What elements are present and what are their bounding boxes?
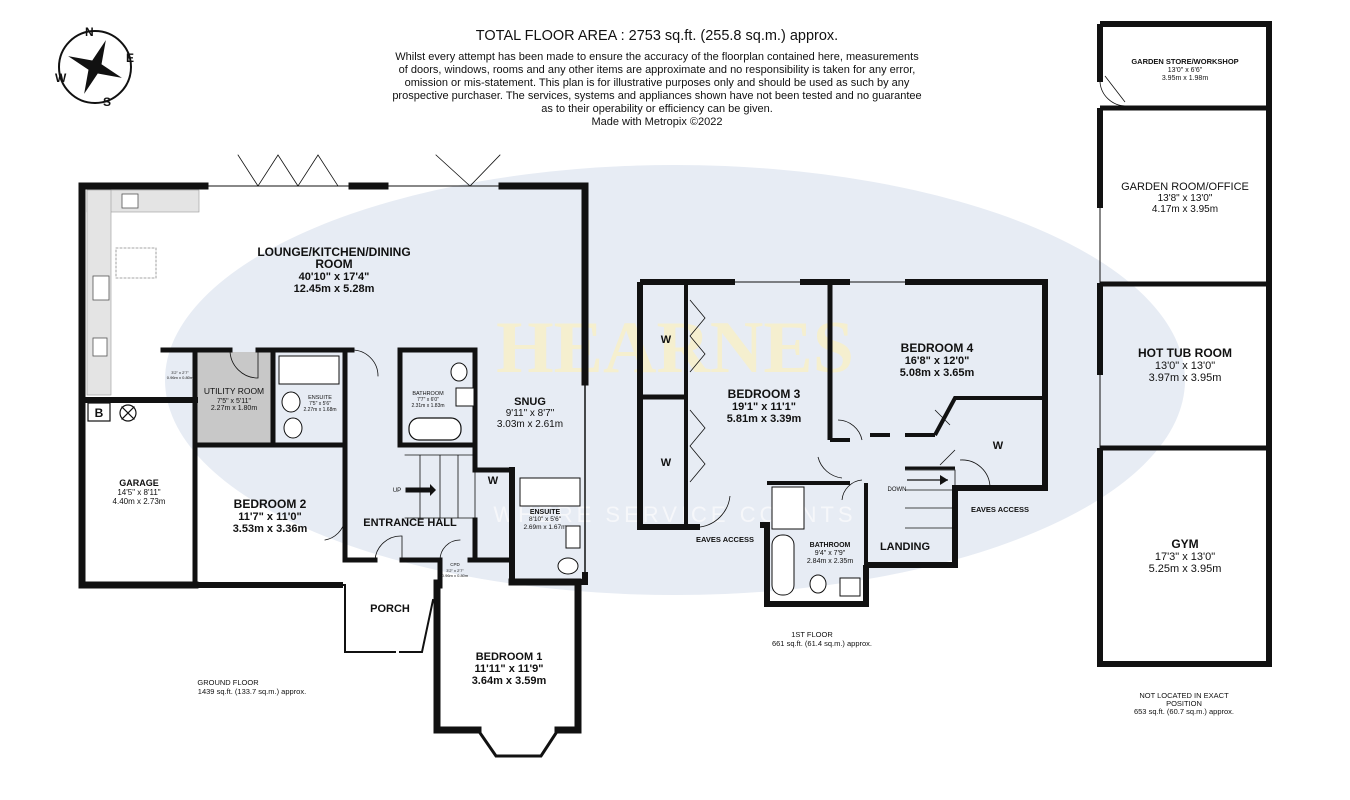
eaves-access-left: EAVES ACCESS [696, 535, 754, 544]
office-imperial: 13'8" x 13'0" [1158, 193, 1213, 204]
watermark-brand: HEARNES [496, 307, 854, 389]
bedroom4-metric: 5.08m x 3.65m [900, 367, 975, 379]
bedroom3-imperial: 19'1" x 11'1" [732, 401, 796, 413]
ground-floor-label: GROUND FLOOR [197, 678, 259, 687]
hottub-metric: 3.97m x 3.95m [1149, 372, 1222, 384]
compass-w: W [55, 71, 67, 85]
bedroom2-name: BEDROOM 2 [234, 497, 307, 511]
lounge-metric: 12.45m x 5.28m [294, 283, 375, 295]
cpd-name: CPD [450, 562, 460, 567]
lounge-imperial: 40'10" x 17'4" [299, 271, 370, 283]
garage-metric: 4.40m x 2.73m [113, 497, 166, 506]
bedroom4-name: BEDROOM 4 [901, 341, 974, 355]
snug-imperial: 9'11" x 8'7" [506, 408, 555, 419]
gym-metric: 5.25m x 3.95m [1149, 563, 1222, 575]
bathroom-g-name: BATHROOM [412, 391, 444, 397]
bedroom3-metric: 5.81m x 3.39m [727, 413, 802, 425]
header: TOTAL FLOOR AREA : 2753 sq.ft. (255.8 sq… [392, 28, 921, 128]
gym-imperial: 17'3" x 13'0" [1155, 551, 1215, 563]
bedroom1-name: BEDROOM 1 [476, 651, 543, 663]
hottub-imperial: 13'0" x 13'0" [1155, 360, 1215, 372]
ground-floor-labels: LOUNGE/KITCHEN/DINING ROOM 40'10" x 17'4… [95, 245, 567, 696]
snug-metric: 3.03m x 2.61m [497, 419, 563, 430]
bedroom1-imperial: 11'11" x 11'9" [475, 663, 544, 675]
garage-imperial: 14'5" x 8'11" [117, 488, 160, 497]
outbuilding-note-2: POSITION [1166, 699, 1202, 708]
gym-name: GYM [1171, 537, 1198, 551]
compass-icon: N E S W [55, 25, 134, 109]
office-metric: 4.17m x 3.95m [1152, 204, 1218, 215]
entrance-hall-name: ENTRANCE HALL [363, 517, 457, 529]
bedroom2-metric: 3.53m x 3.36m [233, 523, 308, 535]
boiler-label: B [95, 406, 104, 420]
ensuite-g-imperial: 7'5" x 5'6" [309, 401, 331, 407]
first-floor-labels: BEDROOM 3 19'1" x 11'1" 5.81m x 3.39m BE… [661, 334, 1029, 648]
bathroom-name: BATHROOM [810, 542, 851, 549]
made-with: Made with Metropix ©2022 [591, 116, 722, 128]
disclaimer-line: of doors, windows, rooms and any other i… [399, 64, 916, 76]
compass-s: S [103, 95, 111, 109]
first-floor-plan [637, 279, 1048, 607]
wardrobe-label: W [488, 475, 499, 487]
hottub-name: HOT TUB ROOM [1138, 346, 1232, 360]
porch-name: PORCH [370, 603, 410, 615]
disclaimer-line: omission or mis-statement. This plan is … [405, 77, 910, 89]
bathroom-metric: 2.84m x 2.35m [807, 558, 853, 565]
wardrobe-label: W [661, 457, 672, 469]
ensuite-b1-imperial: 8'10" x 5'6" [529, 516, 562, 523]
outbuilding-plan [1097, 21, 1272, 667]
ensuite-g-name: ENSUITE [308, 395, 332, 401]
landing-name: LANDING [880, 541, 930, 553]
store-imperial: 13'0" x 6'6" [1168, 67, 1203, 74]
store-name: GARDEN STORE/WORKSHOP [1131, 57, 1238, 66]
bedroom2-imperial: 11'7" x 11'0" [238, 511, 301, 523]
snug-name: SNUG [514, 396, 546, 408]
ensuite-g-metric: 2.27m x 1.68m [303, 407, 336, 413]
bedroom4-imperial: 16'8" x 12'0" [905, 355, 970, 367]
lounge-name: LOUNGE/KITCHEN/DINING [257, 245, 410, 259]
bathroom-imperial: 9'4" x 7'9" [815, 550, 846, 557]
wardrobe-label: W [993, 440, 1004, 452]
cpd-metric: 0.96m x 0.80m [442, 573, 469, 578]
office-name: GARDEN ROOM/OFFICE [1121, 181, 1249, 193]
disclaimer-line: as to their operability or efficiency ca… [541, 103, 773, 115]
total-floor-area: TOTAL FLOOR AREA : 2753 sq.ft. (255.8 sq… [476, 28, 838, 44]
outbuilding-area: 653 sq.ft. (60.7 sq.m.) approx. [1134, 707, 1234, 716]
bathroom-g-imperial: 7'7" x 6'0" [417, 397, 439, 403]
ensuite-b1-metric: 2.69m x 1.67m [524, 524, 567, 531]
cpd-imperial: 3'2" x 2'7" [446, 568, 464, 573]
garage-name: GARAGE [119, 478, 159, 488]
store-metric: 3.95m x 1.98m [1162, 75, 1208, 82]
bathroom-g-metric: 2.31m x 1.83m [411, 403, 444, 409]
first-floor-label: 1ST FLOOR [791, 630, 833, 639]
small-dim-imperial: 3'2" x 2'7" [171, 370, 189, 375]
first-floor-area: 661 sq.ft. (61.4 sq.m.) approx. [772, 639, 872, 648]
wardrobe-label: W [661, 334, 672, 346]
ensuite-b1-name: ENSUITE [530, 509, 561, 516]
ground-floor-plan [78, 154, 589, 758]
ground-floor-area: 1439 sq.ft. (133.7 sq.m.) approx. [198, 687, 306, 696]
lounge-name-2: ROOM [315, 257, 352, 271]
bedroom1-metric: 3.64m x 3.59m [472, 675, 547, 687]
disclaimer-line: Whilst every attempt has been made to en… [395, 51, 919, 63]
outbuilding-labels: GARDEN STORE/WORKSHOP 13'0" x 6'6" 3.95m… [1121, 57, 1249, 716]
small-dim-metric: 0.96m x 0.80m [167, 375, 194, 380]
utility-imperial: 7'5" x 5'11" [217, 398, 251, 405]
up-label: UP [393, 488, 401, 494]
eaves-access-right: EAVES ACCESS [971, 505, 1029, 514]
disclaimer-line: prospective purchaser. The services, sys… [392, 90, 921, 102]
bedroom3-name: BEDROOM 3 [728, 387, 801, 401]
compass-e: E [126, 51, 134, 65]
compass-n: N [85, 25, 94, 39]
down-label: DOWN [888, 487, 907, 493]
outbuilding-note-1: NOT LOCATED IN EXACT [1139, 691, 1229, 700]
utility-name: UTILITY ROOM [204, 386, 264, 396]
utility-metric: 2.27m x 1.80m [211, 405, 257, 412]
